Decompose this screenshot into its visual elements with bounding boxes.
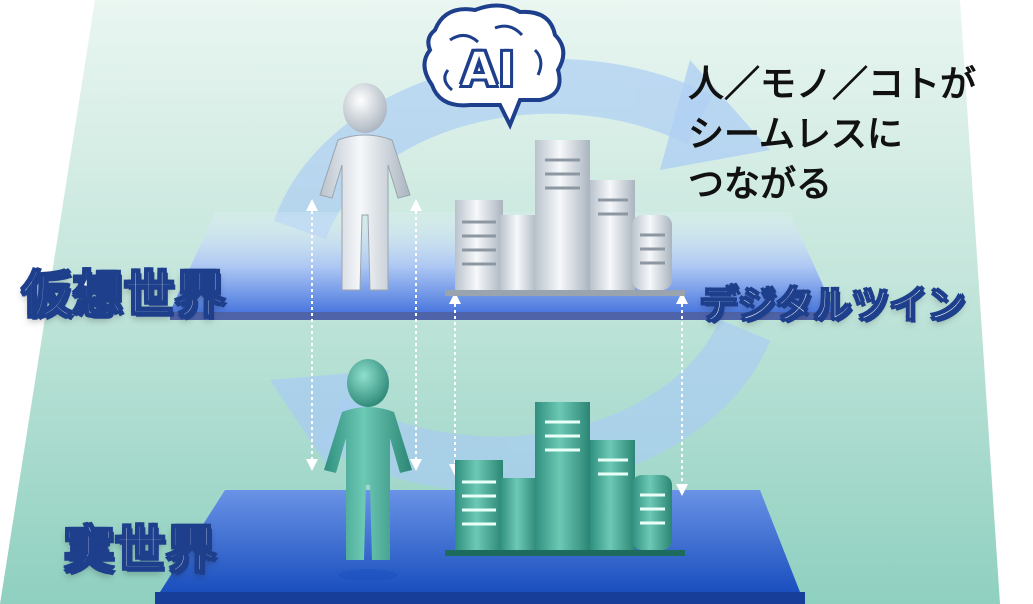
virtual-plane-edge xyxy=(170,312,835,320)
caption-line-2: シームレスに xyxy=(688,114,903,155)
sync-arrows xyxy=(306,199,688,496)
digital-twin-label: デジタルツイン xyxy=(699,282,966,328)
real-plane-edge xyxy=(155,592,805,604)
caption-line-1: 人／モノ／コトが xyxy=(688,64,977,105)
virtual-person-icon xyxy=(319,83,411,291)
real-buildings-icon xyxy=(445,402,685,556)
real-person-icon xyxy=(324,359,412,581)
virtual-buildings-icon xyxy=(445,140,685,296)
real-world-label: 実世界 xyxy=(63,520,217,580)
seamless-caption: 人／モノ／コトが シームレスに つながる xyxy=(688,60,976,210)
ai-label: AI xyxy=(459,41,516,99)
virtual-world-label: 仮想世界 xyxy=(21,265,226,325)
caption-line-3: つながる xyxy=(688,164,833,205)
brain-icon xyxy=(422,3,566,130)
